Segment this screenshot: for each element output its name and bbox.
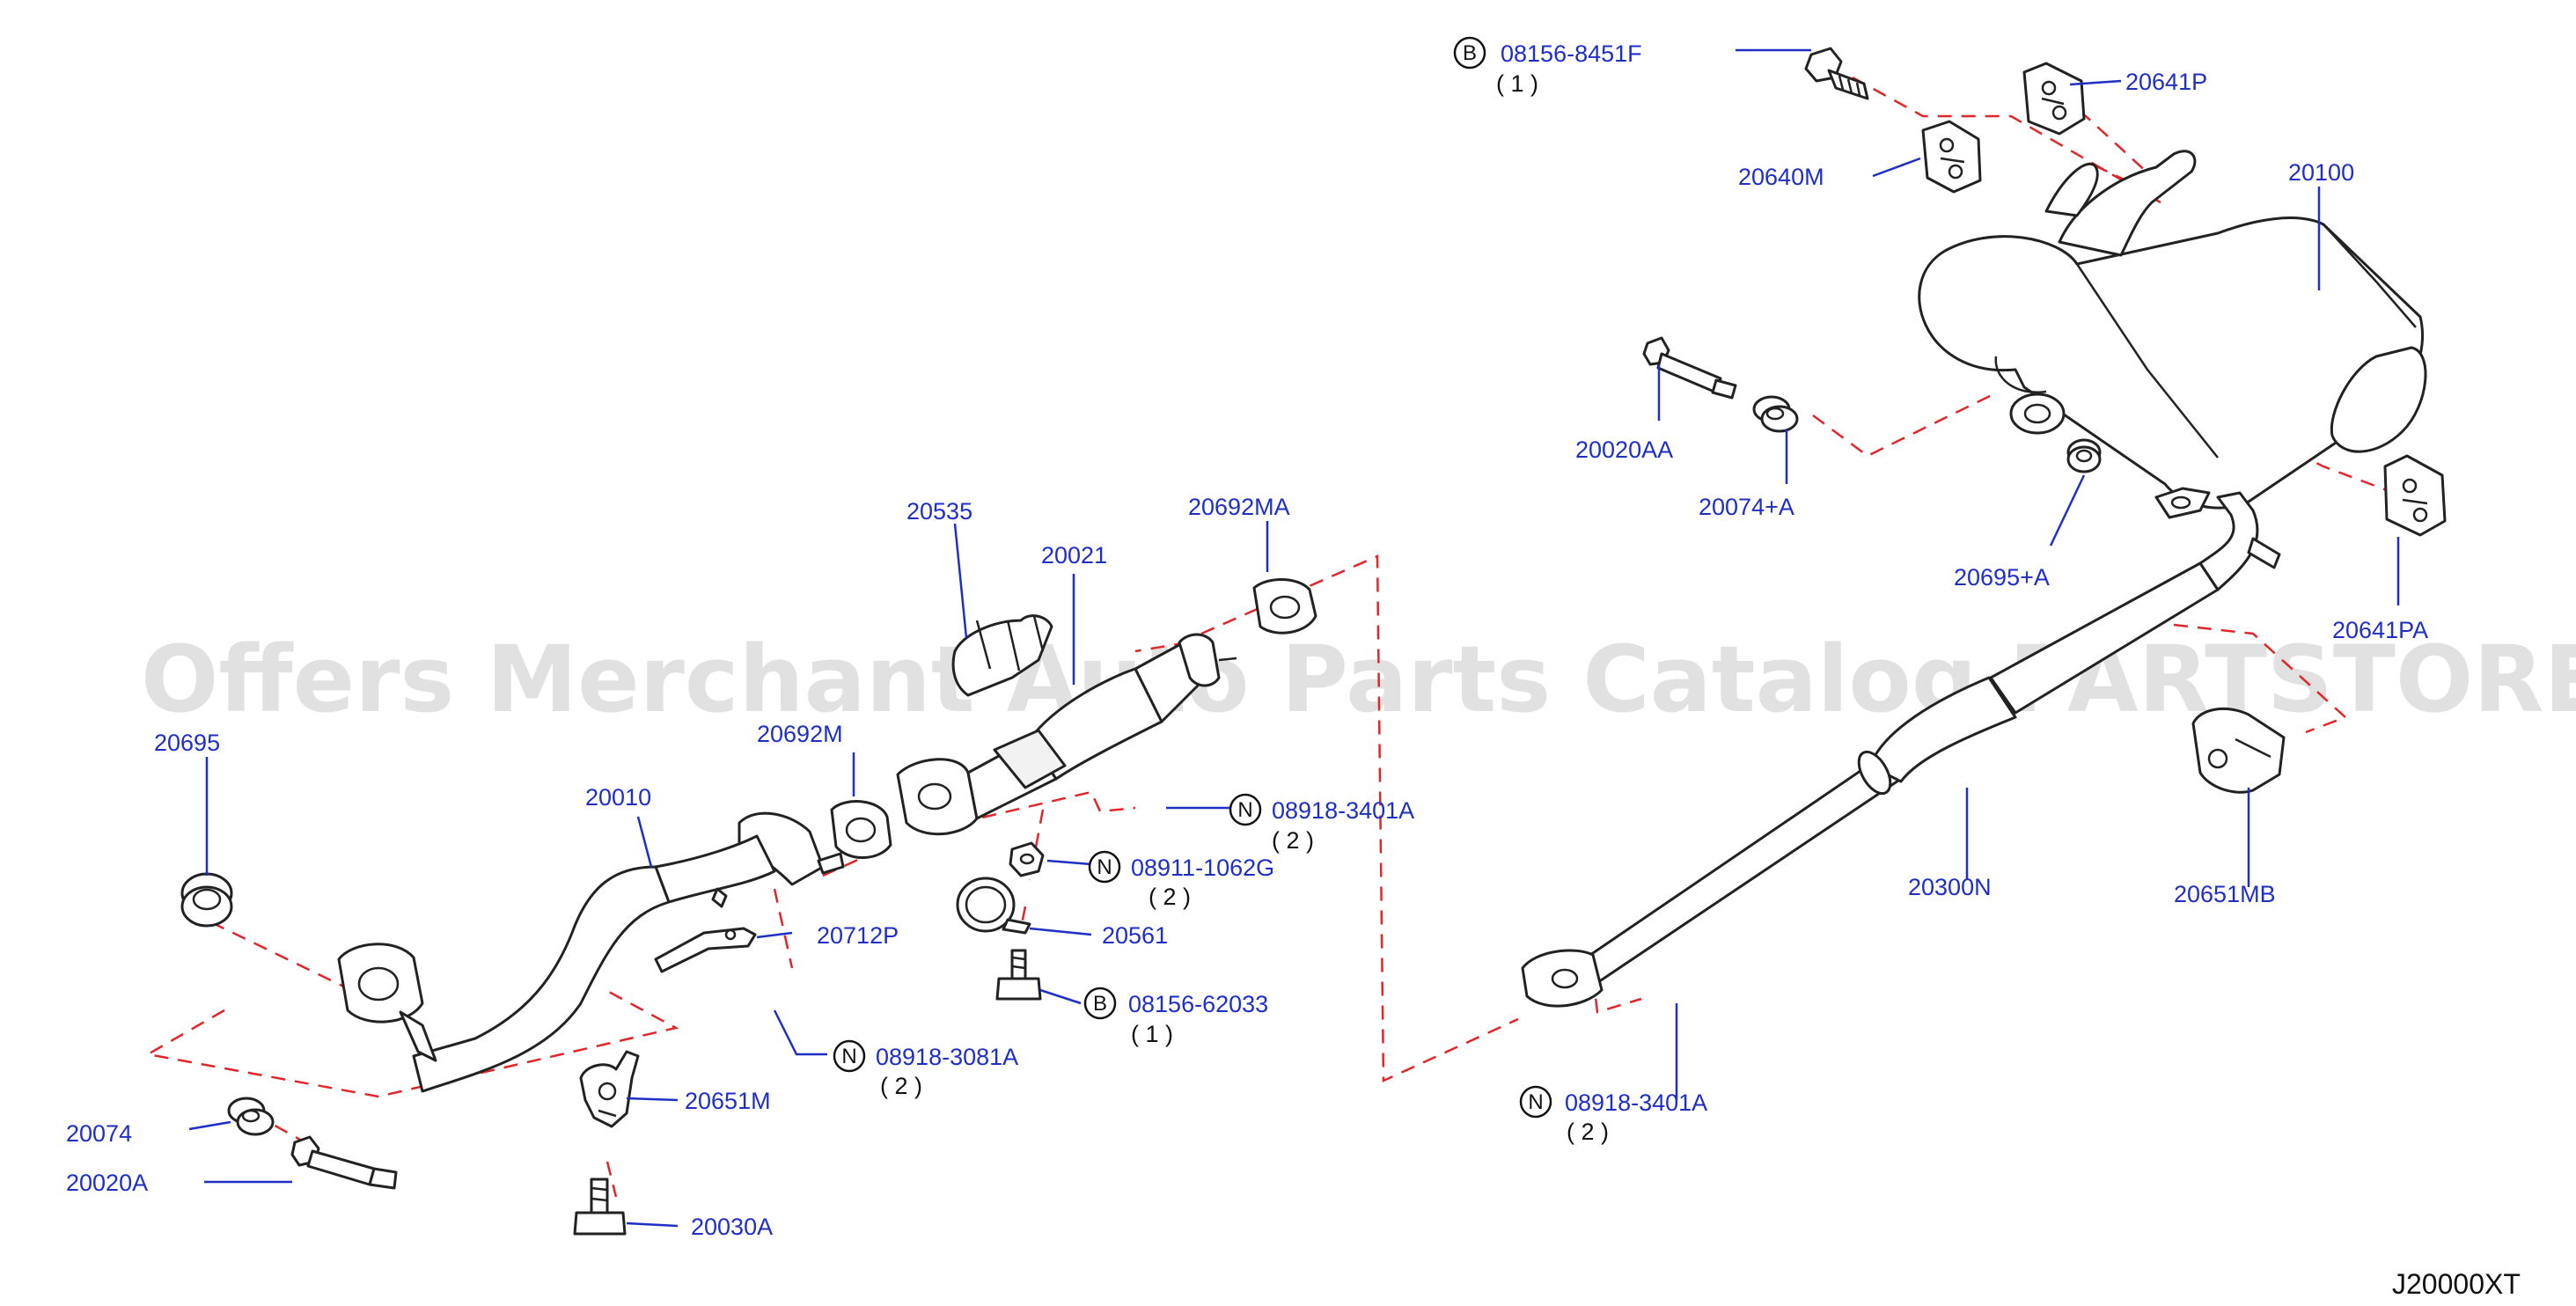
insulator-20651mb-drawing[interactable]	[2191, 707, 2286, 794]
part-label-20692ma[interactable]: 20692MA	[1188, 494, 1290, 520]
part-label-20074[interactable]: 20074	[66, 1120, 132, 1147]
part-label-20010[interactable]: 20010	[585, 784, 651, 811]
part-label-08918-3081a[interactable]: 08918-3081A	[876, 1044, 1018, 1070]
ring-20695-drawing[interactable]	[180, 872, 233, 928]
gasket-20074a-drawing[interactable]	[1752, 395, 1799, 433]
watermark-text: Offers Merchant Auto Parts Catalog PARTS…	[141, 626, 2576, 733]
part-label-20712p[interactable]: 20712P	[817, 922, 899, 949]
part-label-20300n[interactable]: 20300N	[1908, 874, 1992, 900]
leader-lines	[188, 48, 2400, 1228]
part-qty: ( 2 )	[880, 1073, 922, 1099]
ring-20695a-drawing[interactable]	[2066, 438, 2102, 473]
part-label-08918-3401a-upper[interactable]: 08918-3401A	[1272, 797, 1414, 824]
part-label-20100[interactable]: 20100	[2288, 159, 2354, 186]
part-label-20535[interactable]: 20535	[906, 498, 972, 525]
prefix-letter: N	[1237, 798, 1252, 822]
clamp-20561-drawing[interactable]	[956, 877, 1031, 935]
nut-08911-1062g-drawing[interactable]	[1009, 841, 1045, 877]
part-label-20641pa[interactable]: 20641PA	[2332, 617, 2428, 643]
part-qty: ( 1 )	[1496, 70, 1538, 97]
heat-shield-drawing[interactable]	[951, 614, 1053, 697]
sensor-20020aa-drawing[interactable]	[1642, 336, 1737, 400]
part-label-20651m[interactable]: 20651M	[685, 1088, 771, 1114]
catalytic-converter-drawing[interactable]	[896, 633, 1237, 836]
bolt-08156-62033-drawing[interactable]	[995, 949, 1042, 1001]
part-label-08918-3401a-lower[interactable]: 08918-3401A	[1565, 1090, 1707, 1116]
hanger-20641p-drawing[interactable]	[2022, 62, 2086, 136]
prefix-letter: B	[1093, 992, 1107, 1016]
prefix-letter: N	[1097, 855, 1112, 879]
gasket-20692ma-drawing[interactable]	[1252, 578, 1317, 635]
part-label-20640m[interactable]: 20640M	[1738, 164, 1824, 190]
part-label-08156-62033[interactable]: 08156-62033	[1128, 991, 1268, 1017]
part-label-20561[interactable]: 20561	[1102, 922, 1168, 949]
part-label-20695a[interactable]: 20695+A	[1954, 564, 2050, 591]
part-label-20020a[interactable]: 20020A	[66, 1170, 148, 1196]
center-pipe-drawing[interactable]	[1521, 487, 2281, 1008]
part-label-20692m[interactable]: 20692M	[757, 721, 843, 747]
part-label-20651mb[interactable]: 20651MB	[2174, 881, 2276, 907]
insulator-20651m-drawing[interactable]	[579, 1050, 640, 1128]
bracket-20712p-drawing[interactable]	[654, 887, 757, 973]
diagram-code: J20000XT	[2392, 1268, 2521, 1300]
bolt-08156-8451f-drawing[interactable]	[1804, 47, 1869, 100]
prefix-letter: B	[1463, 41, 1477, 65]
prefix-circles: B N N B N N	[833, 36, 1552, 1119]
part-label-20021[interactable]: 20021	[1041, 542, 1107, 569]
gasket-20692m-drawing[interactable]	[830, 800, 892, 859]
main-muffler-drawing[interactable]	[1918, 150, 2427, 510]
part-qty: ( 2 )	[1149, 884, 1191, 910]
part-label-20641p[interactable]: 20641P	[2125, 69, 2207, 95]
part-label-08911-1062g[interactable]: 08911-1062G	[1131, 855, 1274, 881]
part-label-20030a[interactable]: 20030A	[691, 1214, 773, 1240]
bolt-20030a-drawing[interactable]	[573, 1178, 627, 1236]
part-label-20695[interactable]: 20695	[154, 730, 220, 756]
part-qty: ( 2 )	[1567, 1119, 1609, 1145]
part-label-20074a[interactable]: 20074+A	[1699, 494, 1794, 520]
hanger-20640m-drawing[interactable]	[1921, 120, 1982, 194]
part-qty: ( 1 )	[1131, 1021, 1173, 1047]
sensor-20020a-drawing[interactable]	[290, 1135, 398, 1190]
hanger-20641pa-drawing[interactable]	[2383, 454, 2447, 537]
gasket-20074-drawing[interactable]	[227, 1097, 275, 1136]
front-pipe-drawing[interactable]	[337, 811, 845, 1093]
prefix-letter: N	[1528, 1090, 1543, 1114]
part-qty: ( 2 )	[1272, 827, 1314, 854]
part-label-20020aa[interactable]: 20020AA	[1575, 437, 1673, 463]
prefix-letter: N	[841, 1045, 856, 1068]
part-labels: 08156-8451F ( 1 ) 20641P 20640M 20100 20…	[66, 40, 2428, 1240]
part-label-08156-8451f[interactable]: 08156-8451F	[1501, 40, 1642, 67]
